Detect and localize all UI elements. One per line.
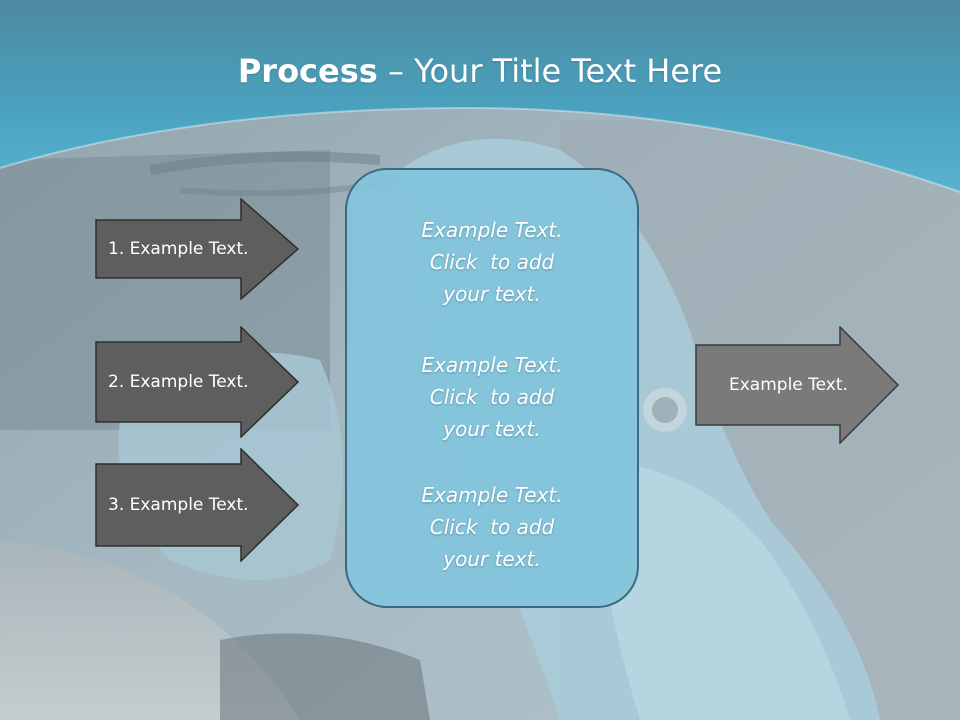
center-line: Click to add: [429, 515, 555, 539]
arrow-shape: [695, 326, 900, 444]
arrow-shape: [95, 198, 300, 300]
left-arrow-3[interactable]: 3. Example Text.: [95, 448, 301, 562]
center-text-block-1: Example Text. Click to add your text.: [347, 214, 637, 310]
right-arrow-label: Example Text.: [729, 375, 848, 395]
left-arrow-label: 3. Example Text.: [108, 495, 249, 515]
arrow-shape: [95, 448, 300, 562]
center-line: Example Text.: [421, 218, 563, 242]
title-rest: – Your Title Text Here: [377, 52, 723, 90]
center-line: Example Text.: [421, 353, 563, 377]
arrow-shape: [95, 326, 300, 438]
left-arrow-label: 1. Example Text.: [108, 239, 249, 259]
slide-title[interactable]: Process – Your Title Text Here: [0, 52, 960, 90]
center-text-block-3: Example Text. Click to add your text.: [347, 479, 637, 575]
left-arrow-label: 2. Example Text.: [108, 372, 249, 392]
center-line: your text.: [443, 417, 541, 441]
center-line: Click to add: [429, 385, 555, 409]
left-arrow-2[interactable]: 2. Example Text.: [95, 326, 301, 438]
right-arrow[interactable]: Example Text.: [695, 326, 901, 444]
center-content-box[interactable]: Example Text. Click to add your text. Ex…: [345, 168, 639, 608]
title-bold: Process: [237, 52, 378, 90]
center-line: Example Text.: [421, 483, 563, 507]
center-line: your text.: [443, 547, 541, 571]
left-arrow-1[interactable]: 1. Example Text.: [95, 198, 301, 300]
center-text-block-2: Example Text. Click to add your text.: [347, 349, 637, 445]
center-line: your text.: [443, 282, 541, 306]
center-line: Click to add: [429, 250, 555, 274]
